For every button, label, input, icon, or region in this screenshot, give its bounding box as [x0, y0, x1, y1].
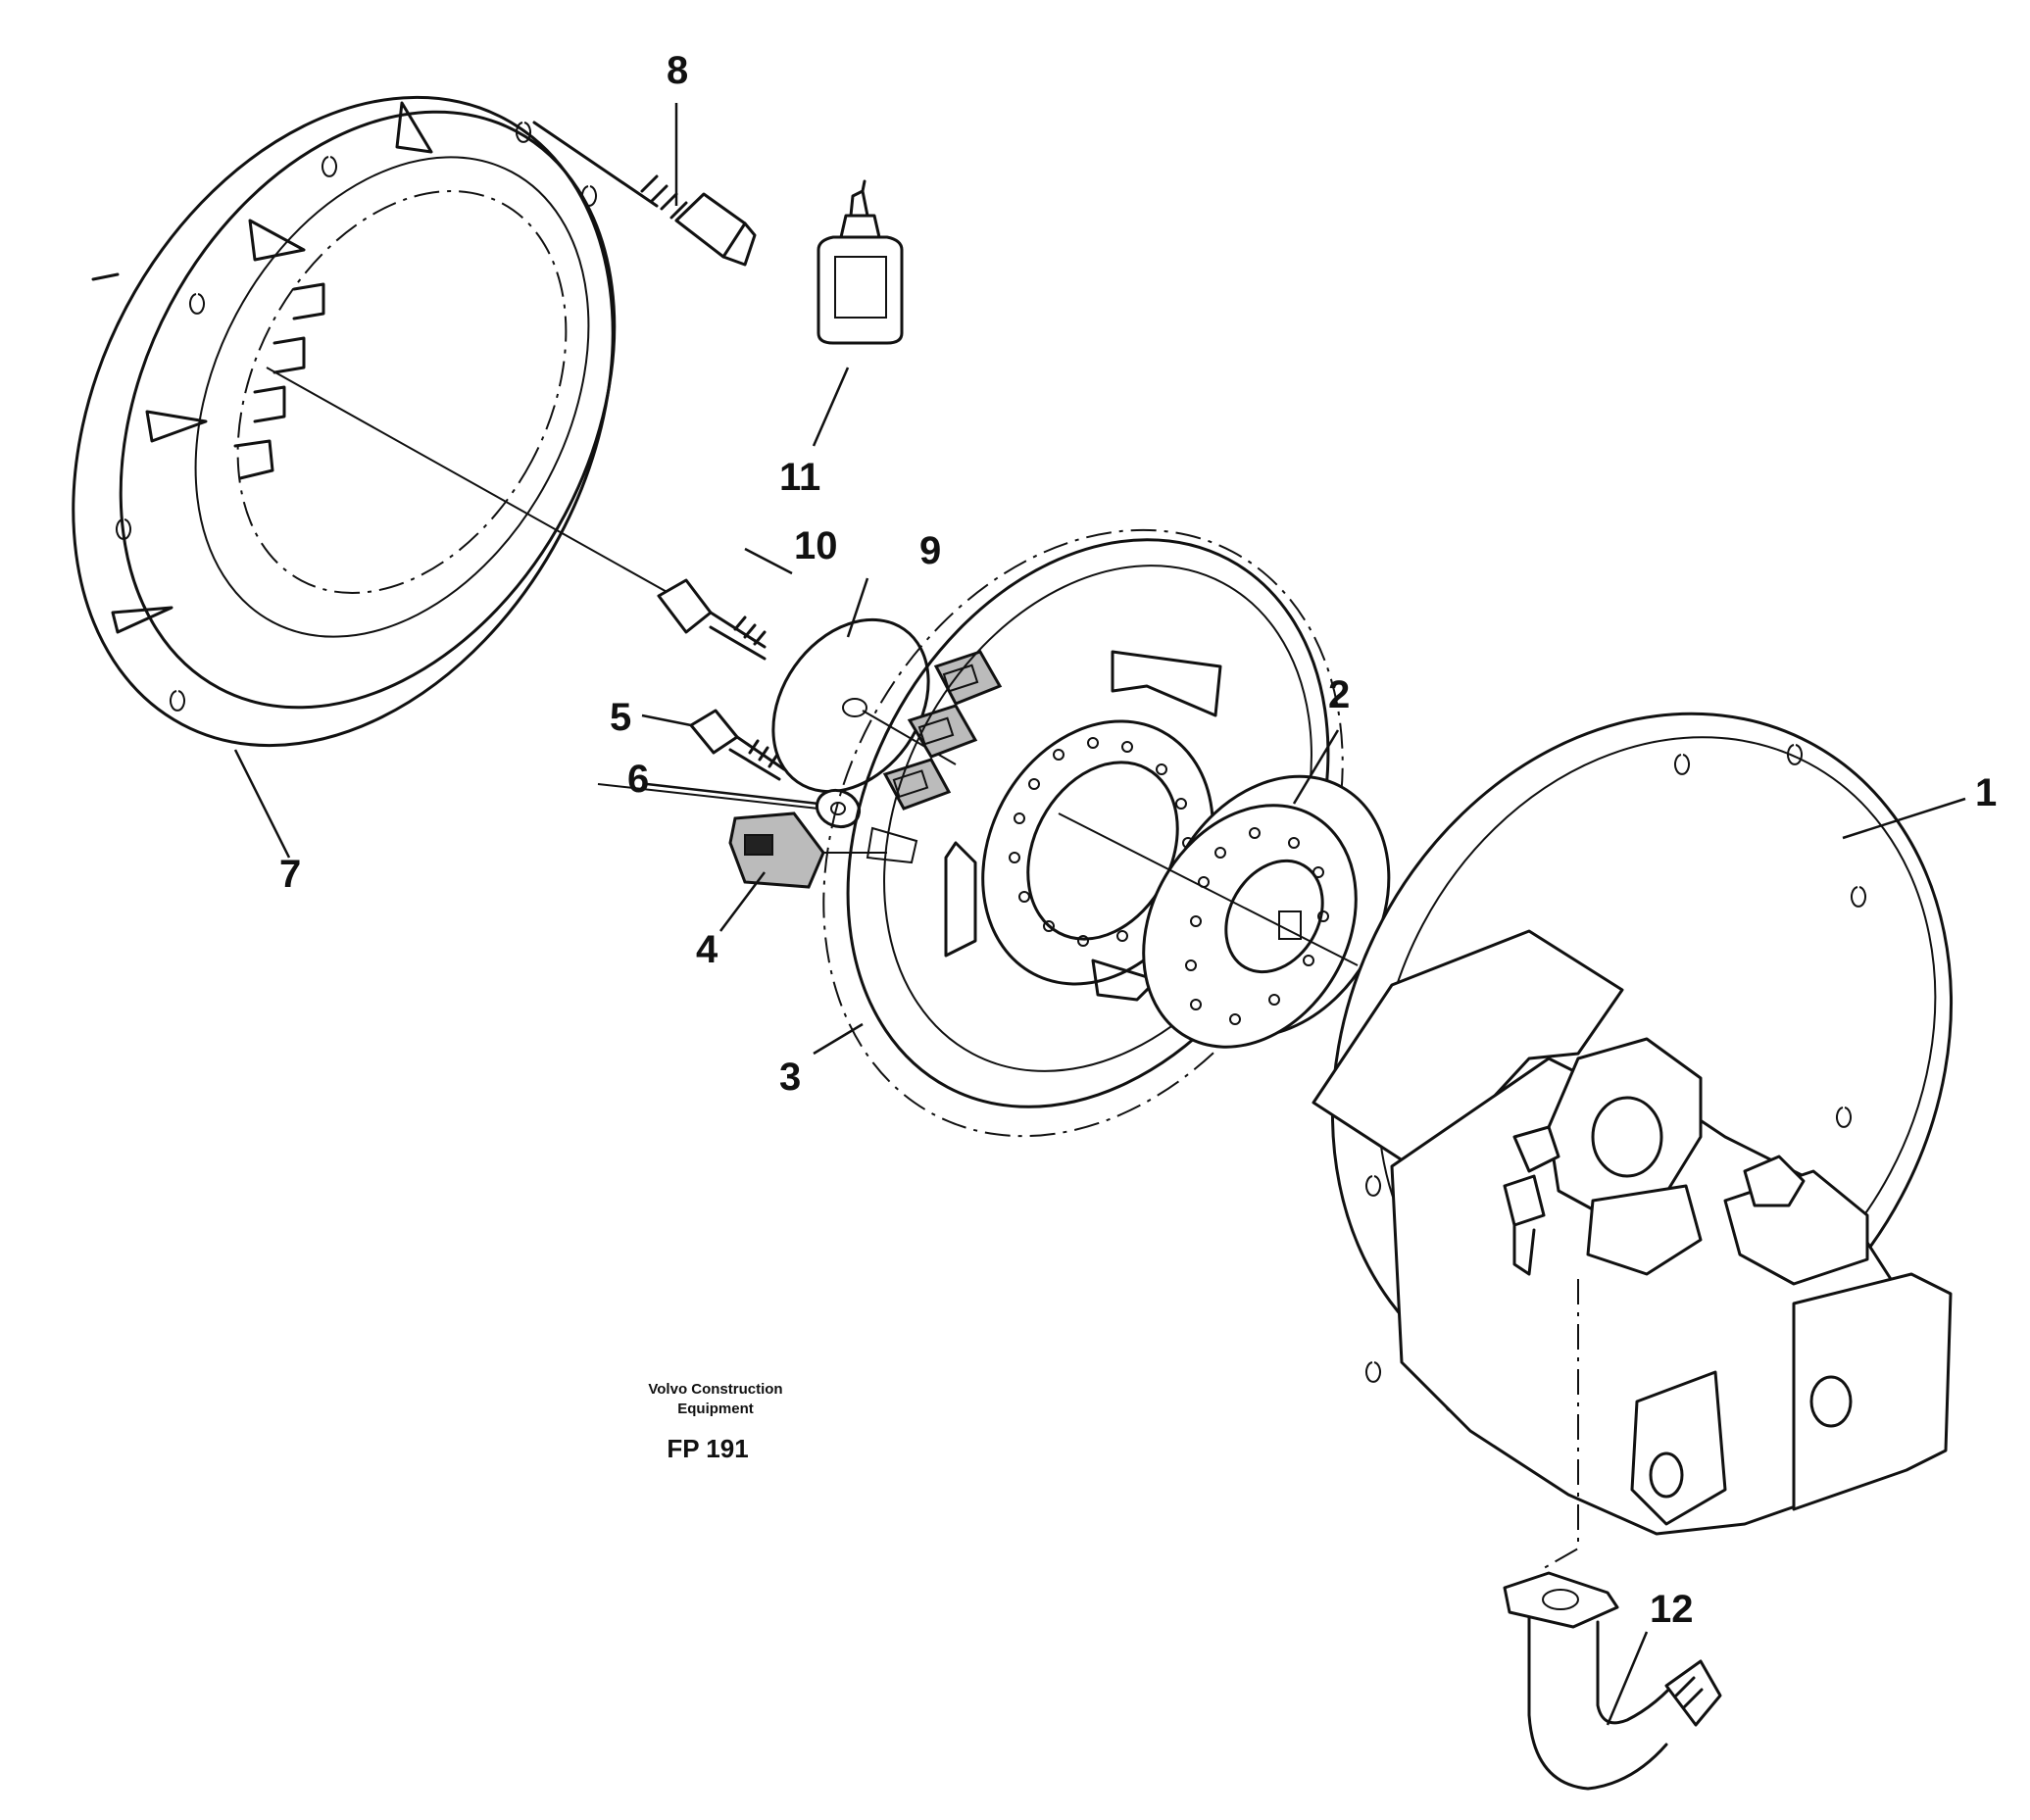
figure-code: FP 191: [667, 1434, 748, 1463]
rubber-elements: [882, 650, 1003, 811]
callout-6: 6: [627, 758, 649, 801]
callout-labels: 1 2 3 4 5 6 7 8 9 10 11 12: [279, 49, 1997, 1631]
callout-1: 1: [1975, 771, 1997, 814]
part-1-pump-assembly: [1312, 712, 1953, 1569]
branding-block: Volvo Construction Equipment FP 191: [648, 1381, 782, 1463]
callout-5: 5: [610, 696, 631, 739]
callout-10: 10: [794, 524, 838, 567]
callout-7: 7: [279, 853, 301, 896]
callout-11: 11: [779, 456, 820, 499]
part-8-bolt: [532, 121, 757, 267]
part-4-rubber-block: [728, 812, 918, 889]
callout-3: 3: [779, 1056, 801, 1099]
brand-line-2: Equipment: [677, 1401, 754, 1417]
part-7-flywheel-housing: [72, 95, 617, 748]
callout-8: 8: [667, 49, 688, 92]
part-10-bolt: [266, 367, 767, 661]
brand-line-1: Volvo Construction: [648, 1381, 782, 1398]
part-2-hub: [1058, 774, 1391, 1049]
callout-2: 2: [1328, 673, 1350, 716]
part-12-elbow-pipe: [1503, 1571, 1722, 1791]
callout-9: 9: [919, 529, 941, 572]
part-9-washer: [771, 617, 957, 794]
callout-4: 4: [696, 928, 718, 971]
leader-lines: [233, 103, 1966, 1726]
callout-12: 12: [1650, 1588, 1694, 1631]
part-11-adhesive-bottle: [817, 179, 904, 345]
part-5-bolt: [689, 709, 786, 781]
